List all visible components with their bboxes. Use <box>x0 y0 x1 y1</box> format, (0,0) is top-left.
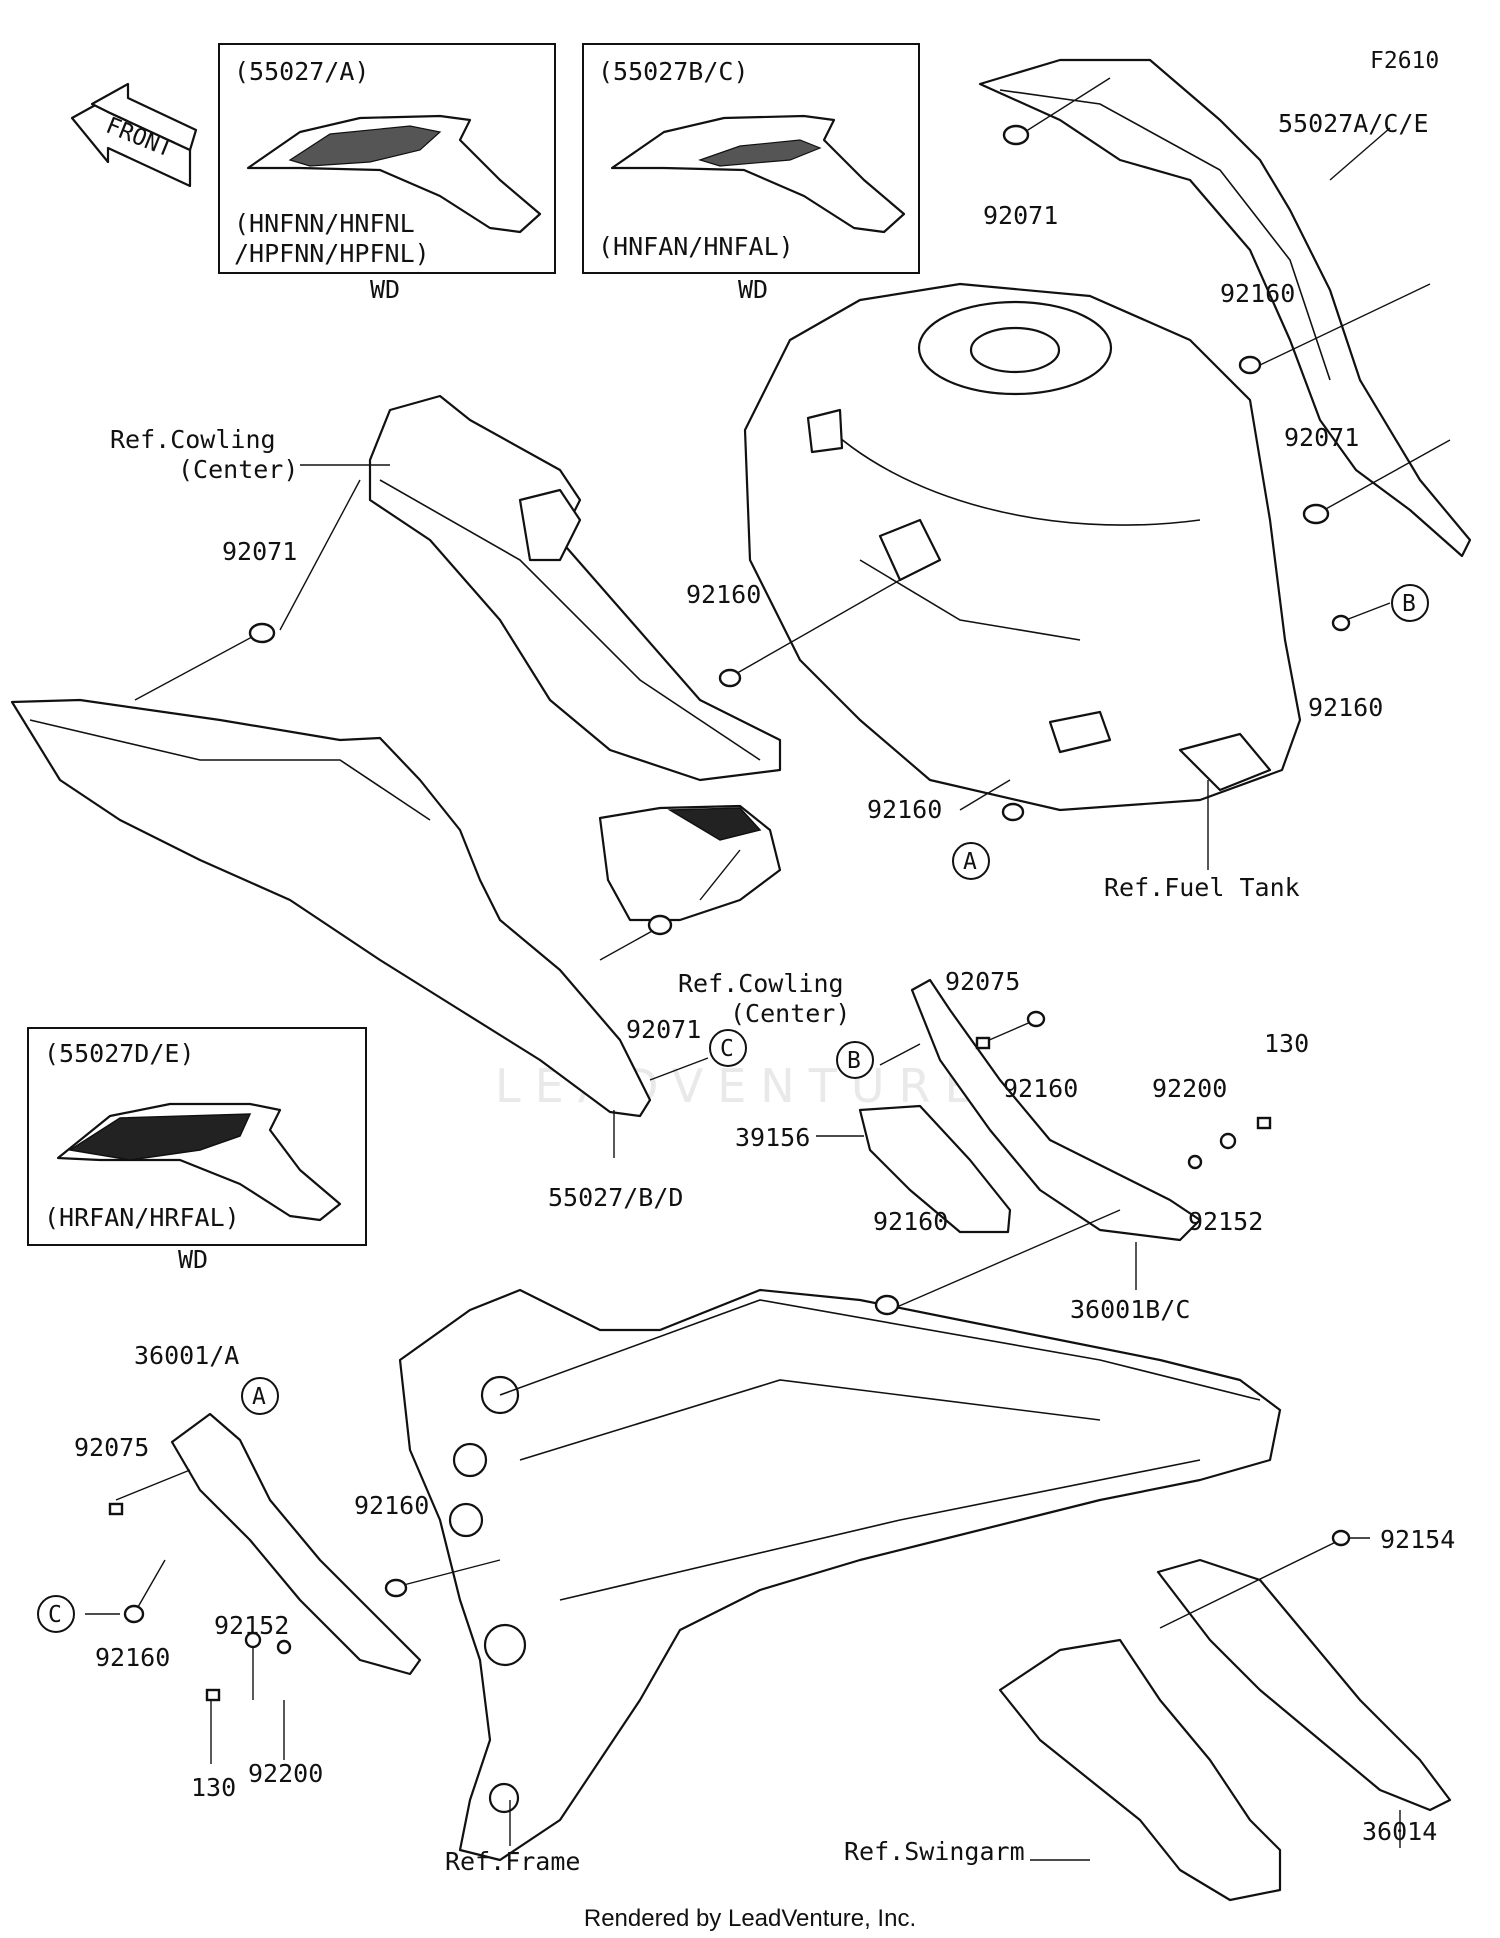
label-92075: 92075 <box>945 967 1020 996</box>
grommet-icon <box>1026 1010 1046 1028</box>
callout-c-label: C <box>48 1602 62 1628</box>
side-cover-upper-right <box>978 58 1472 558</box>
chain-guard-36014 <box>1156 1558 1452 1812</box>
label-ref-swingarm: Ref.Swingarm <box>844 1837 1025 1866</box>
callout-c-label: C <box>720 1036 734 1062</box>
side-cover-lower-left <box>10 698 652 1118</box>
figure-code: F2610 <box>1370 48 1439 74</box>
label-92160: 92160 <box>95 1643 170 1672</box>
label-92075: 92075 <box>74 1433 149 1462</box>
bracket-36001-a <box>170 1412 422 1676</box>
grommet-icon <box>384 1578 408 1598</box>
label-92160: 92160 <box>686 580 761 609</box>
footer-credit: Rendered by LeadVenture, Inc. <box>584 1905 916 1932</box>
variant-sub-label: WD <box>178 1245 208 1274</box>
bolt-icon <box>205 1688 221 1702</box>
label-92160: 92160 <box>1003 1074 1078 1103</box>
washer-icon <box>1187 1154 1203 1170</box>
variant-code: (55027B/C) <box>598 57 749 86</box>
label-92160: 92160 <box>867 795 942 824</box>
cowling-center-lower <box>598 804 782 922</box>
label-92160: 92160 <box>1220 279 1295 308</box>
label-92160: 92160 <box>1308 693 1383 722</box>
pad-39156 <box>858 1104 1012 1234</box>
variant-code: (55027/A) <box>234 57 369 86</box>
grommet-icon <box>1331 614 1351 632</box>
variant-models-line-1: (HNFNN/HNFNL <box>234 209 415 238</box>
variant-box-55027d-e: (55027D/E) (HRFAN/HRFAL) WD <box>27 1027 367 1274</box>
label-130: 130 <box>191 1773 236 1802</box>
label-92071: 92071 <box>1284 423 1359 452</box>
fuel-tank-drawing <box>743 282 1302 812</box>
washer-icon <box>244 1631 262 1649</box>
washer-icon <box>276 1639 292 1655</box>
grommet-icon <box>1302 503 1330 525</box>
cowling-center-upper <box>368 394 782 782</box>
grommet-icon <box>248 622 276 644</box>
variant-sub-label: WD <box>370 275 400 304</box>
label-55027-a-c-e: 55027A/C/E <box>1278 109 1429 138</box>
callout-c-mid: C <box>709 1029 747 1067</box>
variant-code: (55027D/E) <box>44 1039 195 1068</box>
label-92152: 92152 <box>1188 1207 1263 1236</box>
label-92071: 92071 <box>222 537 297 566</box>
label-ref-cowling-center: (Center) <box>178 455 298 484</box>
frame-drawing <box>398 1288 1282 1862</box>
callout-c-lower: C <box>37 1595 75 1633</box>
label-92071: 92071 <box>626 1015 701 1044</box>
callout-a-label: A <box>963 849 977 875</box>
label-ref-fuel-tank: Ref.Fuel Tank <box>1104 873 1300 902</box>
bracket-36001-b-c <box>910 978 1202 1242</box>
callout-b-label: B <box>1402 591 1416 617</box>
grommet-icon <box>874 1294 900 1316</box>
leader-lines <box>85 77 1451 1861</box>
fastener-markers <box>108 124 1351 1702</box>
label-55027-b-d: 55027/B/D <box>548 1183 683 1212</box>
grommet-icon <box>123 1604 145 1624</box>
label-92200: 92200 <box>1152 1074 1227 1103</box>
label-ref-cowling: Ref.Cowling <box>110 425 276 454</box>
grommet-icon <box>1238 355 1262 375</box>
label-92200: 92200 <box>248 1759 323 1788</box>
variant-models-line-1: (HNFAN/HNFAL) <box>598 232 794 261</box>
label-92152: 92152 <box>214 1611 289 1640</box>
grommet-icon <box>718 668 742 688</box>
label-92160: 92160 <box>354 1491 429 1520</box>
swingarm-drawing <box>998 1638 1282 1902</box>
grommet-icon <box>1001 802 1025 822</box>
variant-models-line-2: /HPFNN/HPFNL) <box>234 239 430 268</box>
label-36001-b-c: 36001B/C <box>1070 1295 1190 1324</box>
callout-b-upper: B <box>1391 584 1429 622</box>
label-36001-a: 36001/A <box>134 1341 239 1370</box>
variant-models-line-1: (HRFAN/HRFAL) <box>44 1203 240 1232</box>
variant-sub-label: WD <box>738 275 768 304</box>
label-36014: 36014 <box>1362 1817 1437 1846</box>
bolt-icon <box>975 1036 991 1050</box>
grommet-icon <box>1002 124 1030 146</box>
label-ref-cowling: Ref.Cowling <box>678 969 844 998</box>
nut-icon <box>1331 1529 1351 1547</box>
callout-a-upper: A <box>952 842 990 880</box>
label-92160: 92160 <box>873 1207 948 1236</box>
label-ref-frame: Ref.Frame <box>445 1847 580 1876</box>
label-ref-cowling-center: (Center) <box>730 999 850 1028</box>
variant-box-55027-a: (55027/A) (HNFNN/HNFNL /HPFNN/HPFNL) WD <box>218 43 556 304</box>
washer-icon <box>1219 1132 1237 1150</box>
front-direction-arrow-icon: FRONT <box>70 82 198 188</box>
callout-a-lower: A <box>241 1377 279 1415</box>
label-39156: 39156 <box>735 1123 810 1152</box>
grommet-icon <box>647 914 673 936</box>
bolt-icon <box>108 1502 124 1516</box>
callout-b-label: B <box>847 1048 861 1074</box>
label-92154: 92154 <box>1380 1525 1455 1554</box>
callout-a-label: A <box>252 1384 266 1410</box>
label-92071: 92071 <box>983 201 1058 230</box>
label-130: 130 <box>1264 1029 1309 1058</box>
callout-b-mid: B <box>836 1041 874 1079</box>
variant-box-55027b-c: (55027B/C) (HNFAN/HNFAL) WD <box>582 43 920 304</box>
bolt-icon <box>1256 1116 1272 1130</box>
